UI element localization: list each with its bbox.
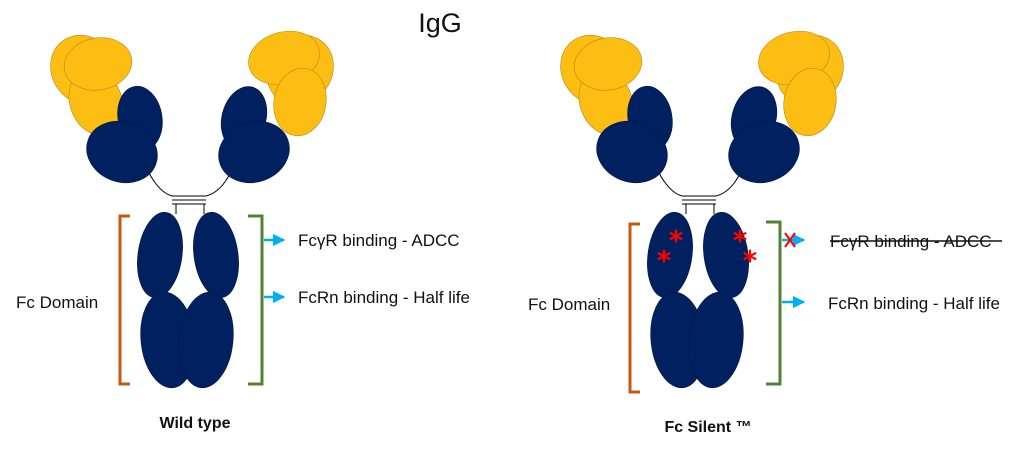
wild-type-panel: Fc Domain FcγR binding - ADCC FcRn bindi… [16,21,470,432]
fc-silent-antibody [546,21,858,392]
binding-bracket [248,214,264,386]
binding-bracket [766,220,782,386]
fc-domain-label: Fc Domain [16,293,98,312]
mutation-asterisk: * [669,224,684,257]
fc-domain-label: Fc Domain [528,295,610,314]
fcrn-binding-label: FcRn binding - Half life [298,288,470,307]
fcgr-binding-label: FcγR binding - ADCC [298,231,460,250]
wild-type-antibody [36,21,348,392]
fcrn-binding-label: FcRn binding - Half life [828,294,1000,313]
blocked-x-icon [784,232,796,248]
fc-silent-caption: Fc Silent ™ [664,419,751,436]
mutation-asterisk: * [733,224,748,257]
mutation-asterisk: * [743,244,758,277]
mutation-asterisk: * [657,244,672,277]
fc-silent-panel: * * * * Fc Domain FcγR binding - ADCC Fc… [528,21,1002,436]
figure-title: IgG [418,8,462,38]
fc-domain-bracket [628,222,640,394]
wild-type-caption: Wild type [160,415,231,432]
fc-domain-bracket [118,214,130,386]
